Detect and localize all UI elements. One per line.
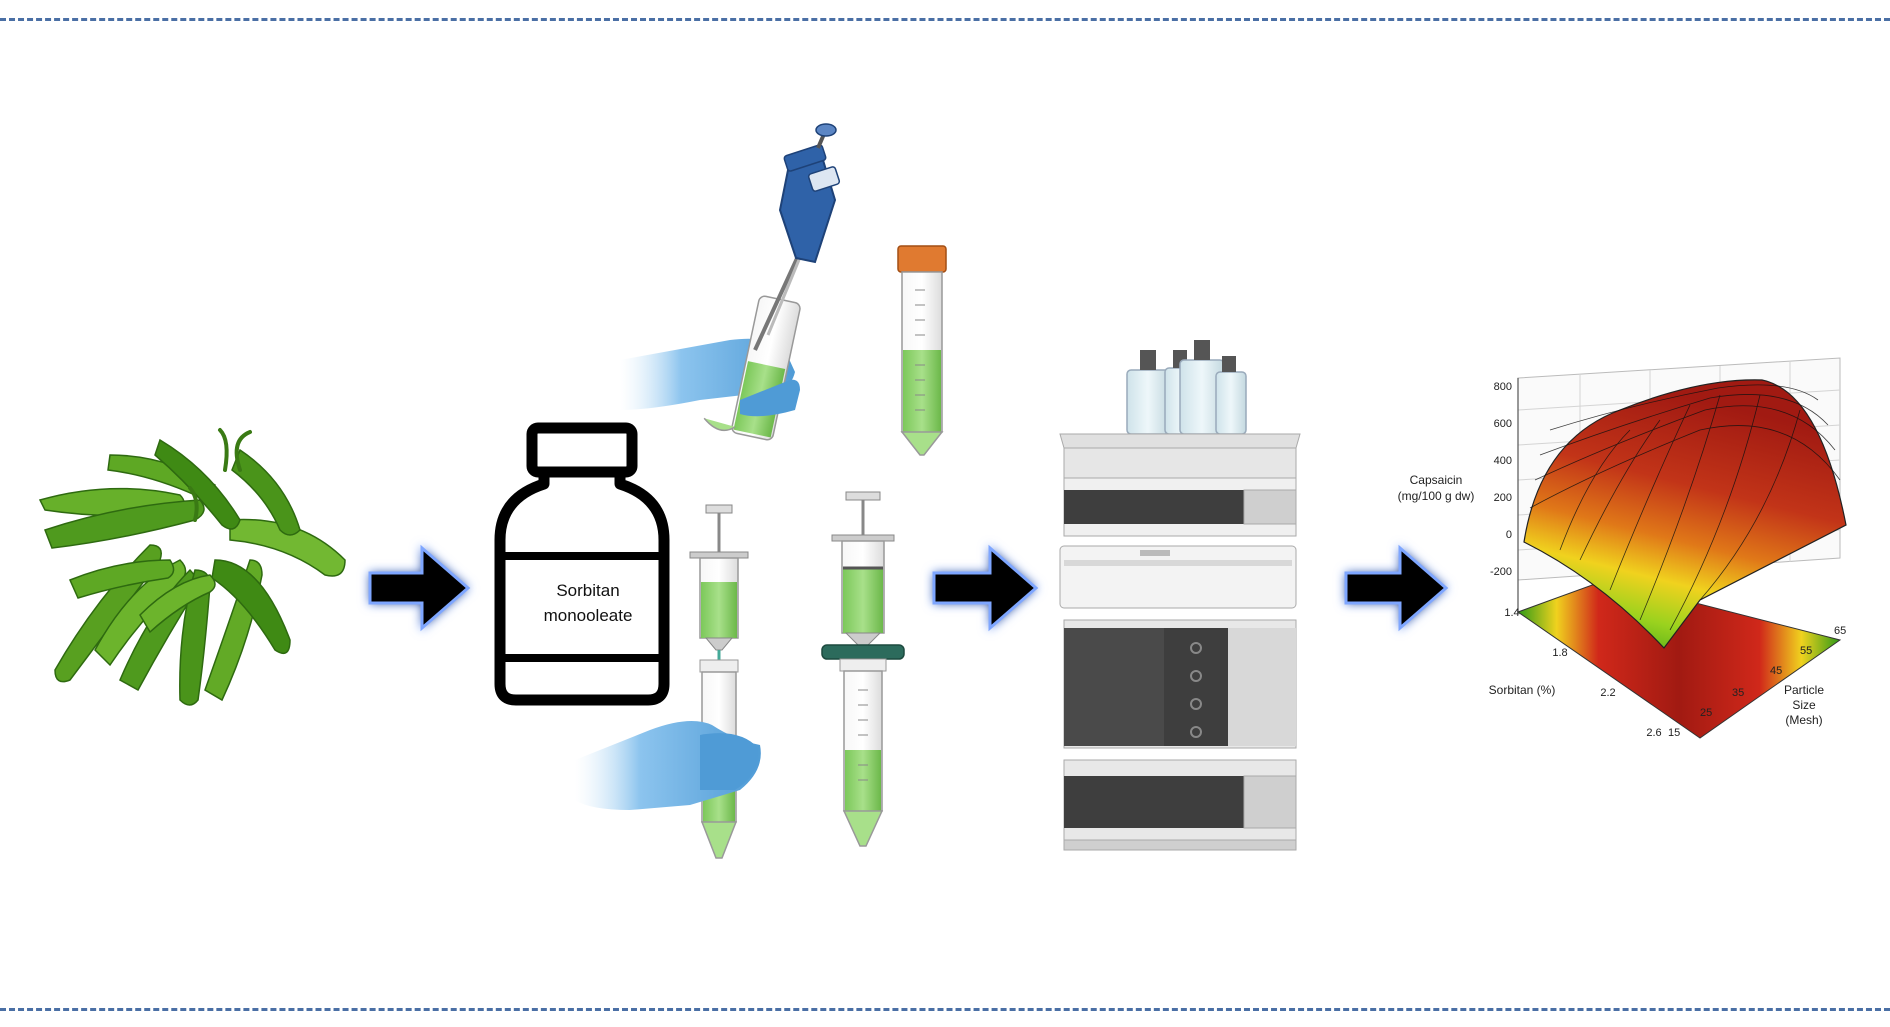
x-tick: 2.2 <box>1600 687 1615 699</box>
hplc-instrument-image <box>1059 340 1301 851</box>
x-axis-label: Sorbitan (%) <box>1489 683 1556 697</box>
bottom-dashed-border <box>0 1008 1890 1011</box>
bottle-label: Sorbitan monooleate <box>503 578 673 628</box>
y-axis-label-line1: Particle <box>1784 683 1824 697</box>
sorbitan-bottle-icon <box>494 422 670 706</box>
y-tick: 35 <box>1732 687 1744 699</box>
z-tick: 600 <box>1494 418 1512 430</box>
z-tick: 200 <box>1494 492 1512 504</box>
y-tick: 25 <box>1700 707 1712 719</box>
y-tick: 65 <box>1834 625 1846 637</box>
z-tick: -200 <box>1490 566 1512 578</box>
hand-pipette-image <box>620 123 841 441</box>
z-axis-label-line1: Capsaicin <box>1410 473 1463 487</box>
bottle-label-line2: monooleate <box>543 606 633 625</box>
z-tick: 800 <box>1494 381 1512 393</box>
y-axis-label-line2: Size <box>1792 698 1816 712</box>
x-tick: 1.8 <box>1552 647 1567 659</box>
y-tick: 15 <box>1668 727 1680 739</box>
bottle-label-line1: Sorbitan <box>556 581 620 600</box>
falcon-tube-image <box>897 245 947 456</box>
arrow-2-icon <box>932 544 1039 632</box>
y-axis-label-line3: (Mesh) <box>1785 713 1822 727</box>
jalapeno-peppers-image <box>38 428 346 706</box>
arrow-1-icon <box>368 544 471 632</box>
z-tick: 400 <box>1494 455 1512 467</box>
arrow-3-icon <box>1344 544 1449 632</box>
syringe-filter-tube-image <box>821 491 905 847</box>
z-tick: 0 <box>1506 529 1512 541</box>
response-surface-plot: 800 600 400 200 0 -200 Capsaicin (mg/100… <box>1398 357 1847 739</box>
top-dashed-border <box>0 18 1890 21</box>
syringe-into-tube-image <box>575 504 761 859</box>
x-tick: 2.6 <box>1646 727 1661 739</box>
y-tick: 55 <box>1800 645 1812 657</box>
z-axis-label-line2: (mg/100 g dw) <box>1398 489 1475 503</box>
y-tick: 45 <box>1770 665 1782 677</box>
x-tick: 1.4 <box>1504 607 1519 619</box>
